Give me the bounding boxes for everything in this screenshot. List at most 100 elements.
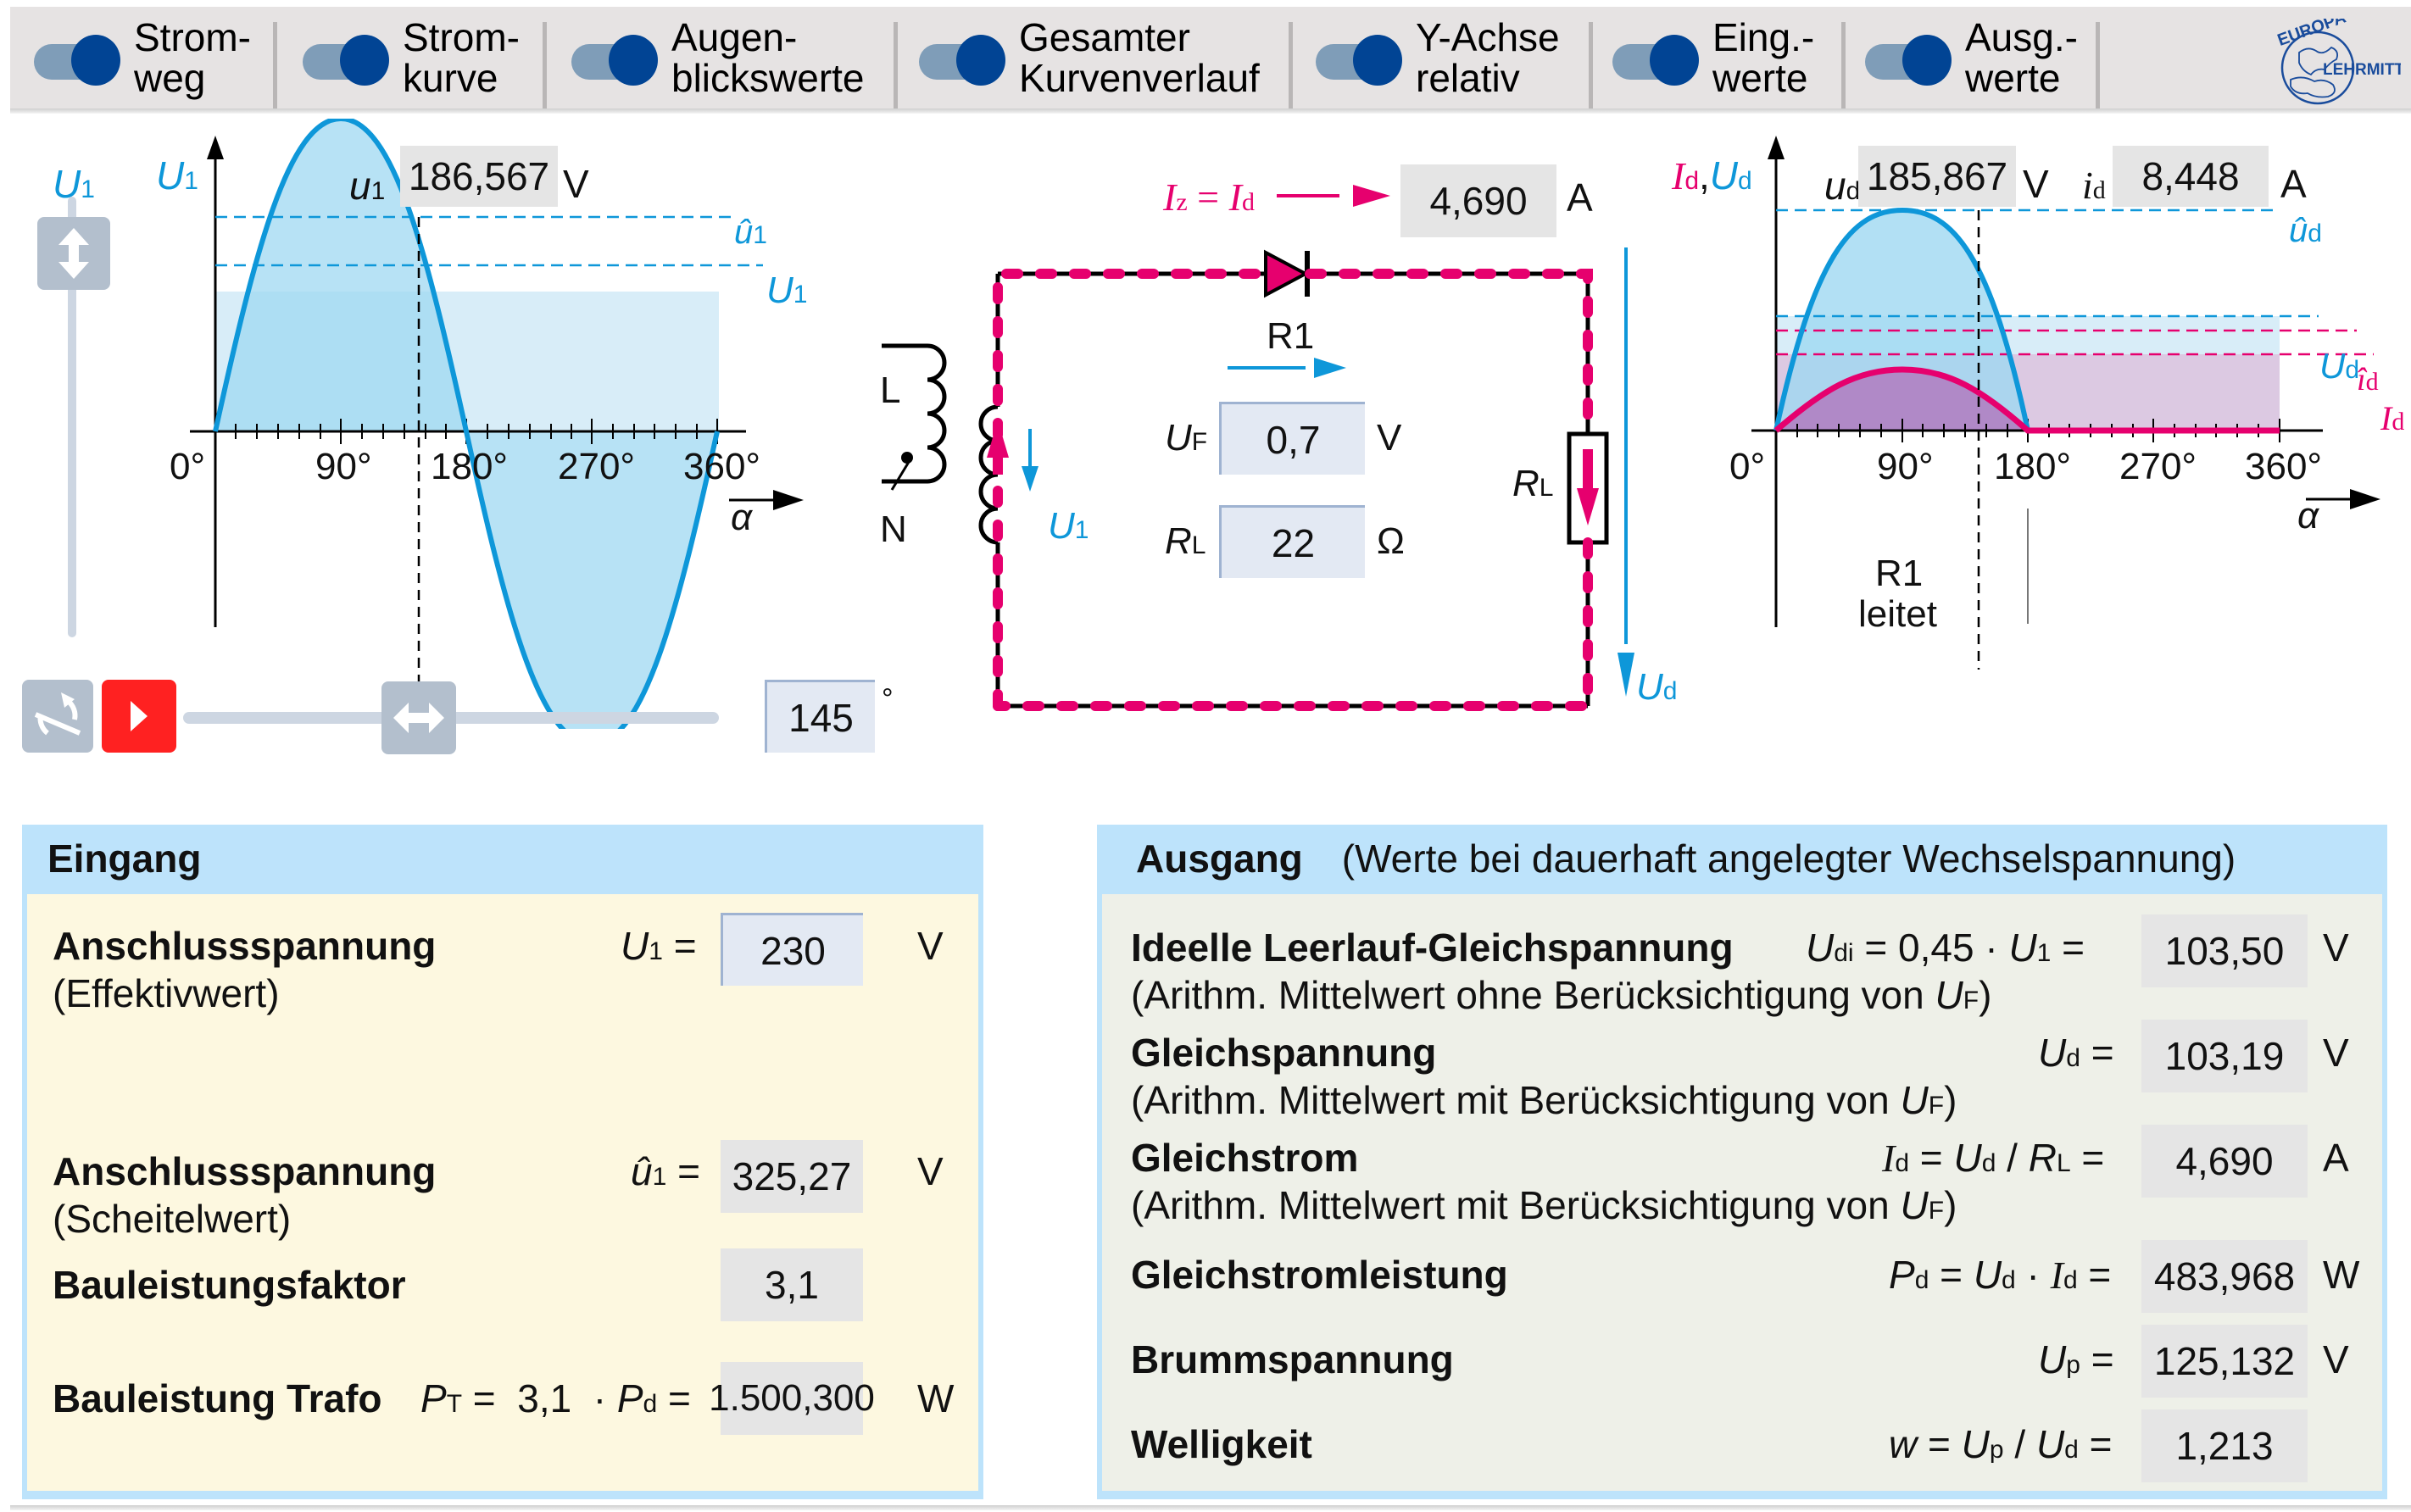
toolbar-shadow: [10, 108, 2411, 114]
toggle-switch[interactable]: [1612, 35, 1701, 86]
id-peak-label: îd: [2357, 362, 2379, 397]
reset-button[interactable]: [22, 680, 93, 753]
label-anschlussspannung-eff: Anschlussspannung: [53, 924, 437, 968]
x-tick-0: 0°: [1729, 446, 1766, 487]
rl-unit: Ω: [1377, 520, 1405, 562]
toggle-stromkurve[interactable]: Strom- kurve: [303, 7, 520, 108]
angle-slider-handle[interactable]: [381, 681, 456, 754]
id-mean-label: Id: [2380, 399, 2405, 437]
x-tick-180: 180°: [431, 446, 509, 487]
id-instant-value: 8,448: [2113, 146, 2269, 207]
output-y-axis-label: Id,Ud: [1672, 153, 1752, 197]
x-tick-360: 360°: [2245, 446, 2323, 487]
toolbar-divider: [273, 22, 277, 108]
toggle-label: Eing.- werte: [1712, 15, 1815, 100]
europa-lehrmittel-logo: EUROPA LEHRMITTEL: [2265, 8, 2411, 108]
ausgang-panel: Ausgang (Werte bei dauerhaft angelegter W…: [1097, 825, 2387, 1499]
unit-v: V: [2323, 1337, 2349, 1381]
note-ohne-uf: (Arithm. Mittelwert ohne Berücksichtigun…: [1131, 973, 1992, 1017]
w-value: 1,213: [2141, 1409, 2308, 1482]
toolbar-divider: [1841, 22, 1846, 108]
toggle-switch[interactable]: [1865, 35, 1953, 86]
ud-value: 103,19: [2141, 1020, 2308, 1092]
toggle-augenblickswerte[interactable]: Augen- blickswerte: [571, 7, 865, 108]
ausgang-subtitle: (Werte bei dauerhaft angelegter Wechsels…: [1341, 837, 2236, 881]
conducting-label-leitet: leitet: [1858, 593, 1937, 635]
u1-instant-value: 186,567: [400, 146, 558, 207]
circuit-diagram: [882, 185, 1634, 711]
toolbar-divider: [543, 22, 547, 108]
label-ideelle-leerlauf: Ideelle Leerlauf-Gleichspannung: [1131, 926, 1734, 970]
voltage-slider-handle[interactable]: [37, 217, 110, 290]
uf-input[interactable]: 0,7: [1219, 402, 1365, 475]
ud-peak-label: ûd: [2289, 212, 2322, 249]
toggle-eingangswerte[interactable]: Eing.- werte: [1612, 7, 1814, 108]
label-gleichspannung: Gleichspannung: [1131, 1031, 1437, 1075]
u1-peak-label: û1: [734, 214, 767, 251]
label-bauleistung-trafo: Bauleistung Trafo: [53, 1376, 382, 1420]
ausgang-title: Ausgang: [1136, 837, 1303, 881]
u1-peak-value: 325,27: [721, 1140, 863, 1213]
toggle-switch[interactable]: [1316, 35, 1404, 86]
current-unit: A: [1567, 175, 1593, 220]
input-voltage-chart: [190, 119, 804, 729]
vertical-arrows-icon: [58, 228, 89, 279]
symbol-u1-peak: û1 =: [631, 1149, 700, 1193]
output-chart: [1751, 136, 2380, 670]
ud-instant-value: 185,867: [1858, 146, 2016, 207]
uf-unit: V: [1377, 417, 1402, 459]
pd-value: 483,968: [2141, 1240, 2308, 1313]
toggle-switch[interactable]: [303, 35, 391, 86]
x-tick-270: 270°: [2119, 446, 2197, 487]
formula-udi: Udi = 0,45 · U1 =: [1806, 926, 2085, 970]
unit-w: W: [917, 1376, 955, 1420]
play-button[interactable]: [102, 680, 176, 753]
toggle-switch[interactable]: [571, 35, 660, 86]
formula-pt: PT = 3,1 · Pd =: [420, 1376, 691, 1420]
x-tick-0: 0°: [170, 446, 206, 487]
input-y-axis-label: U1: [156, 153, 198, 197]
toggle-label: Augen- blickswerte: [671, 15, 865, 100]
svg-text:EUROPA: EUROPA: [2275, 19, 2349, 50]
toggle-gesamter-kurvenverlauf[interactable]: Gesamter Kurvenverlauf: [919, 7, 1260, 108]
toggle-label: Strom- weg: [134, 15, 251, 100]
toggle-y-achse-relativ[interactable]: Y-Achse relativ: [1316, 7, 1560, 108]
unit-v: V: [2323, 1031, 2349, 1075]
resistor-label: RL: [1512, 463, 1554, 504]
note-mit-uf: (Arithm. Mittelwert mit Berücksichtigung…: [1131, 1078, 1957, 1122]
angle-input[interactable]: 145: [765, 680, 875, 753]
eingang-body: Anschlussspannung (Effektivwert) U1 = 23…: [27, 894, 978, 1491]
eingang-panel: Eingang Anschlussspannung (Effektivwert)…: [22, 825, 983, 1499]
line-l-label: L: [880, 370, 901, 411]
label-welligkeit: Welligkeit: [1131, 1422, 1312, 1466]
toolbar-divider: [894, 22, 898, 108]
current-label: Iz = Id: [1163, 175, 1255, 219]
unit-a: A: [2323, 1136, 2349, 1180]
note-mit-uf: (Arithm. Mittelwert mit Berücksichtigung…: [1131, 1183, 1957, 1227]
diode-label: R1: [1267, 315, 1315, 357]
toggle-label: Y-Achse relativ: [1416, 15, 1560, 100]
x-tick-360: 360°: [683, 446, 761, 487]
toolbar-divider: [1589, 22, 1593, 108]
angle-unit: °: [882, 683, 894, 715]
toggle-switch[interactable]: [919, 35, 1007, 86]
id-instant-unit: A: [2280, 162, 2307, 206]
bauleistungsfaktor-value: 3,1: [721, 1248, 863, 1321]
ausgang-header: Ausgang (Werte bei dauerhaft angelegter W…: [1097, 825, 2387, 892]
voltage-slider-track[interactable]: [68, 197, 76, 637]
u1-input[interactable]: 230: [721, 913, 863, 986]
label-gleichstromleistung: Gleichstromleistung: [1131, 1253, 1508, 1297]
bauleistung-trafo-value: 1.500,300: [709, 1362, 875, 1435]
conducting-label-r1: R1: [1875, 553, 1924, 594]
toggle-stromweg[interactable]: Strom- weg: [34, 7, 251, 108]
u1-circuit-label: U1: [1048, 505, 1089, 547]
toggle-switch[interactable]: [34, 35, 122, 86]
neutral-n-label: N: [880, 509, 907, 550]
u1-instant-unit: V: [563, 162, 589, 206]
note-effektivwert: (Effektivwert): [53, 971, 280, 1015]
toggle-ausgangswerte[interactable]: Ausg.- werte: [1865, 7, 2078, 108]
unit-v: V: [2323, 926, 2349, 970]
rl-input[interactable]: 22: [1219, 505, 1365, 578]
u1-rms-label: U1: [766, 270, 808, 311]
symbol-u1: U1 =: [621, 924, 697, 968]
